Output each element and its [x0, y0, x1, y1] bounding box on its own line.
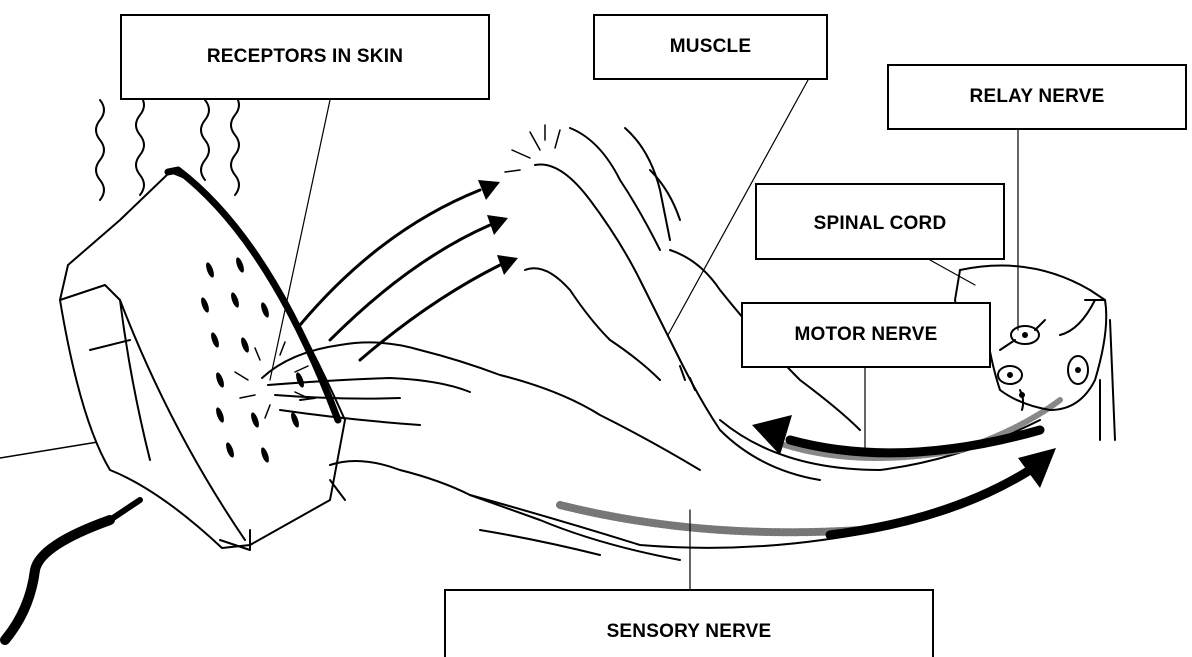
label-sensory-nerve: SENSORY NERVE: [444, 589, 934, 657]
burst-lines-fingertip: [505, 125, 560, 172]
label-muscle: MUSCLE: [593, 14, 828, 80]
motion-arrows: [300, 190, 500, 360]
label-relay-nerve: RELAY NERVE: [887, 64, 1187, 130]
label-receptors-in-skin: RECEPTORS IN SKIN: [120, 14, 490, 100]
label-motor-nerve: MOTOR NERVE: [741, 302, 991, 368]
sensory-arrow: [830, 470, 1030, 535]
table-edge: [0, 440, 110, 458]
label-spinal-cord: SPINAL CORD: [755, 183, 1005, 260]
power-cord: [5, 500, 140, 640]
